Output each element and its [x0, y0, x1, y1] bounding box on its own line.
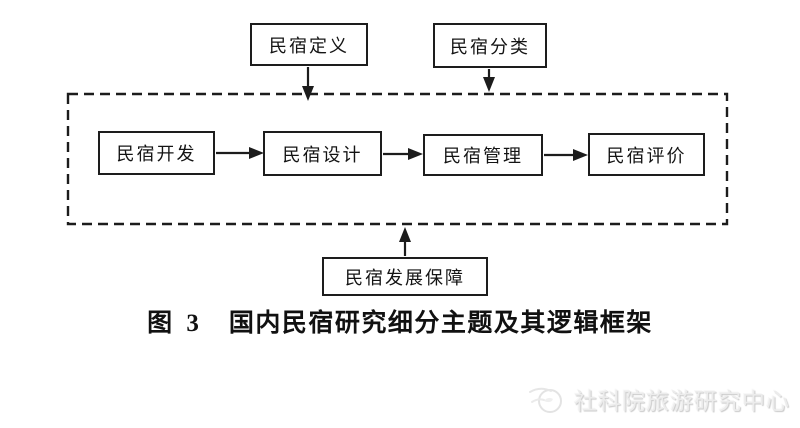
- box-minsu-support-label: 民宿发展保障: [345, 267, 465, 288]
- box-minsu-development-label: 民宿开发: [116, 144, 197, 164]
- watermark: 社科院旅游研究中心: [524, 378, 790, 420]
- box-minsu-management: 民宿管理: [423, 134, 543, 176]
- box-minsu-design: 民宿设计: [263, 131, 382, 176]
- dashed-frame: [66, 92, 729, 226]
- box-minsu-classification-label: 民宿分类: [450, 36, 530, 57]
- box-minsu-development: 民宿开发: [98, 131, 215, 175]
- watermark-text: 社科院旅游研究中心: [574, 389, 790, 414]
- figure-caption: 图 3 国内民宿研究细分主题及其逻辑框架: [0, 303, 800, 339]
- arrow-manage-to-evaluate-icon: [544, 149, 588, 161]
- box-minsu-definition-label: 民宿定义: [269, 35, 349, 56]
- arrow-design-to-manage-icon: [383, 148, 423, 160]
- arrow-develop-to-design-icon: [216, 147, 264, 159]
- box-minsu-evaluation-label: 民宿评价: [606, 145, 687, 166]
- box-minsu-definition: 民宿定义: [250, 23, 368, 66]
- figure-number: 图 3: [147, 310, 203, 337]
- arrow-support-up-icon: [399, 227, 411, 256]
- box-minsu-evaluation: 民宿评价: [588, 133, 705, 176]
- figure-title: 国内民宿研究细分主题及其逻辑框架: [228, 310, 653, 337]
- box-minsu-design-label: 民宿设计: [282, 144, 363, 165]
- box-minsu-support: 民宿发展保障: [322, 257, 488, 296]
- arrow-definition-down-icon: [302, 67, 314, 101]
- box-minsu-management-label: 民宿管理: [443, 146, 523, 166]
- arrow-classification-down-icon: [483, 69, 495, 92]
- box-minsu-classification: 民宿分类: [433, 23, 547, 68]
- swirl-logo-icon: [529, 387, 562, 413]
